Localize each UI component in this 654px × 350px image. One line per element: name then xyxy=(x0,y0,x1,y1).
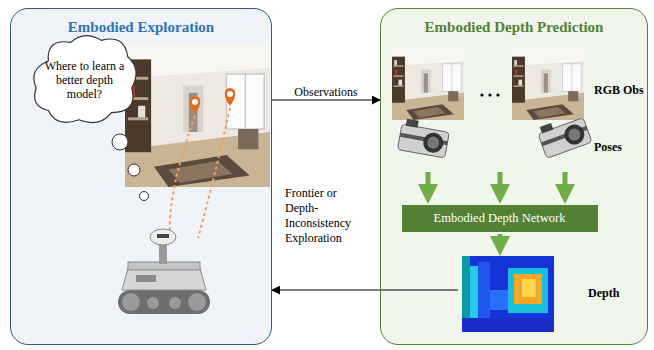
camera-pose xyxy=(567,127,582,142)
depth-map xyxy=(514,274,542,304)
depth-map xyxy=(462,318,554,332)
label-holder: Poses xyxy=(594,137,622,155)
rgb-observations xyxy=(496,93,499,96)
depth-map xyxy=(490,290,508,310)
room-photo xyxy=(225,88,236,106)
input-arrows xyxy=(498,172,503,194)
process-box: Embodied Depth Network xyxy=(402,205,598,232)
robot-figure xyxy=(147,297,159,309)
depth-map xyxy=(470,266,478,326)
panel-title: Embodied Exploration xyxy=(11,9,271,36)
part-label: Poses xyxy=(594,140,622,154)
label-holder: Depth xyxy=(588,283,619,301)
depth-map xyxy=(462,256,554,332)
camera-pose xyxy=(406,119,419,128)
cloud-outline xyxy=(33,35,135,122)
rgb-observations xyxy=(480,93,483,96)
label-holder: RGB Obs xyxy=(594,80,644,98)
camera-pose xyxy=(536,112,592,158)
camera-pose xyxy=(426,136,440,150)
robot-figure xyxy=(122,293,140,311)
input-arrows xyxy=(498,234,503,246)
robot-figure xyxy=(122,268,206,290)
connector xyxy=(272,100,380,101)
camera-pose xyxy=(397,118,450,158)
part-label: RGB Obs xyxy=(594,83,644,97)
thought-text: Where to learn a better depth model? xyxy=(44,59,126,101)
thought-dots xyxy=(112,134,128,150)
robot-figure xyxy=(150,229,176,245)
panel-region: Embodied ExplorationWhere to learn a bet… xyxy=(10,8,272,345)
room-photo xyxy=(170,116,195,234)
label-holder: Frontier or Depth-Inconsistency Explorat… xyxy=(285,186,365,246)
room-photo xyxy=(225,88,236,106)
room-photo xyxy=(192,99,198,105)
camera-pose xyxy=(562,122,588,148)
rgb-observations xyxy=(392,48,464,120)
part-label: Depth xyxy=(588,286,619,300)
thought-dots xyxy=(140,192,149,201)
rgb-observations xyxy=(488,93,491,96)
room-photo xyxy=(125,42,270,187)
thought-bubble: Where to learn a better depth model? xyxy=(28,30,142,128)
feedback-line xyxy=(380,290,458,291)
room-photo xyxy=(190,96,201,114)
edge-label: Observations xyxy=(294,85,357,99)
depth-map xyxy=(508,268,548,313)
connector xyxy=(272,290,380,291)
panel-ground xyxy=(10,8,272,345)
panel-title: Embodied Depth Prediction xyxy=(381,9,647,36)
edge-label: Frontier or Depth-Inconsistency Explorat… xyxy=(285,186,365,246)
room-photo xyxy=(227,91,233,97)
room-photo xyxy=(198,108,230,238)
robot-figure xyxy=(136,275,156,282)
camera-pose xyxy=(422,131,445,154)
rgb-observations xyxy=(392,48,584,120)
box-label: Embodied Depth Network xyxy=(434,211,566,226)
camera-pose xyxy=(538,118,592,159)
depth-map xyxy=(462,256,554,332)
robot-figure xyxy=(188,293,206,311)
camera-pose xyxy=(397,124,449,158)
input-arrows xyxy=(563,172,568,194)
robot-figure xyxy=(157,234,169,238)
robot-figure xyxy=(118,290,210,314)
rgb-observations xyxy=(512,48,584,120)
robot-figure xyxy=(169,297,181,309)
thought-dots xyxy=(128,164,140,176)
thought-dots xyxy=(112,134,149,201)
room-photo xyxy=(190,96,201,114)
panel-ground xyxy=(380,8,648,345)
robot-figure xyxy=(118,229,210,314)
camera-pose xyxy=(540,123,554,134)
room-photo xyxy=(125,42,270,238)
input-arrows xyxy=(426,172,431,194)
depth-map xyxy=(522,279,536,297)
label-holder: Observations xyxy=(294,82,357,100)
